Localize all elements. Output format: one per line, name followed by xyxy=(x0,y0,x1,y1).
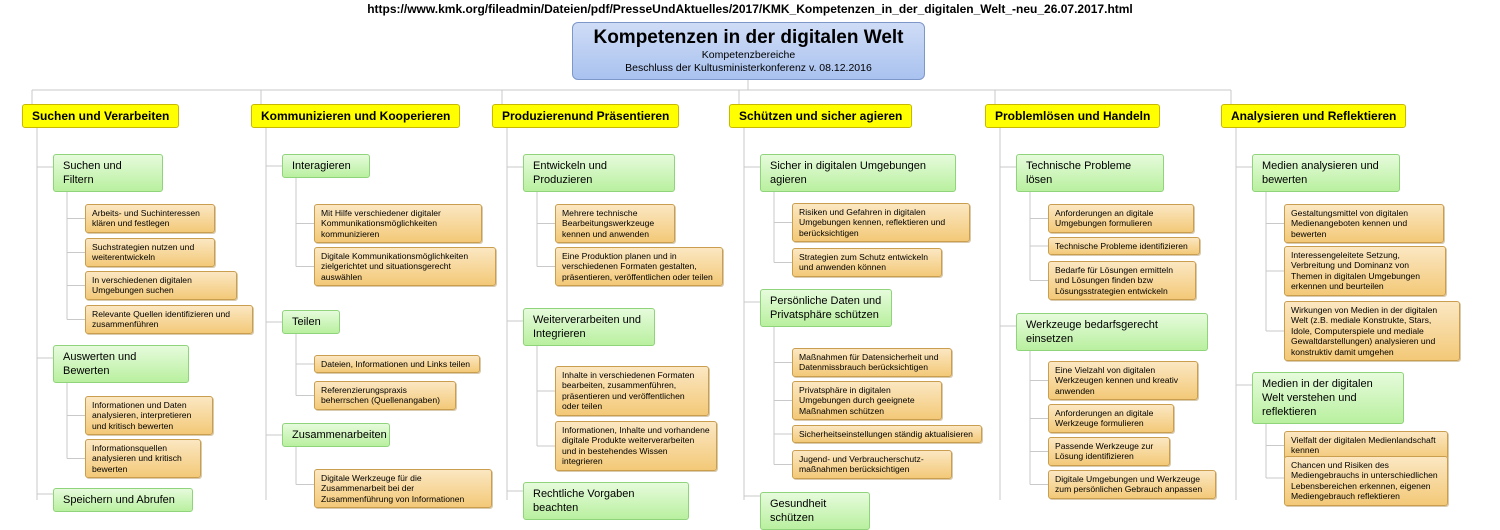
leaf-node: Gestaltungsmittel von digitalen Medienan… xyxy=(1284,204,1444,244)
category-node: Problemlösen und Handeln xyxy=(985,104,1161,128)
subcategory-node: Entwickeln und Produzieren xyxy=(523,154,675,192)
leaf-node: Informationen, Inhalte und vorhandene di… xyxy=(555,421,717,471)
subcategory-node: Weiterverarbeiten und Integrieren xyxy=(523,308,655,346)
category-node: Schützen und sicher agieren xyxy=(729,104,913,128)
category-node: Suchen und Verarbeiten xyxy=(22,104,180,128)
root-subtitle: Kompetenzbereiche xyxy=(701,49,796,61)
connector-lines xyxy=(31,80,1284,500)
leaf-node: In verschiedenen digitalen Umgebungen su… xyxy=(85,271,237,300)
subcategory-node: Speichern und Abrufen xyxy=(53,488,193,512)
leaf-node: Privatsphäre in digitalen Umgebungen dur… xyxy=(792,381,942,421)
leaf-node: Sicherheitseinstellungen ständig aktuali… xyxy=(792,425,982,444)
leaf-node: Bedarfe für Lösungen ermitteln und Lösun… xyxy=(1048,261,1196,301)
leaf-node: Informationen und Daten analysieren, int… xyxy=(85,396,213,436)
leaf-node: Interessengeleitete Setzung, Verbreitung… xyxy=(1284,246,1446,296)
subcategory-node: Technische Probleme lösen xyxy=(1016,154,1164,192)
leaf-node: Eine Produktion planen und in verschiede… xyxy=(555,247,723,287)
leaf-node: Inhalte in verschiedenen Formaten bearbe… xyxy=(555,366,709,416)
leaf-node: Wirkungen von Medien in der digitalen We… xyxy=(1284,301,1460,362)
leaf-node: Technische Probleme identifizieren xyxy=(1048,237,1200,256)
subcategory-node: Persönliche Daten und Privatsphäre schüt… xyxy=(760,289,892,327)
subcategory-node: Auswerten und Bewerten xyxy=(53,345,189,383)
subcategory-node: Rechtliche Vorgaben beachten xyxy=(523,482,689,520)
leaf-node: Referenzierungspraxis beherrschen (Quell… xyxy=(314,381,456,410)
leaf-node: Arbeits- und Suchinteressen klären und f… xyxy=(85,204,215,233)
subcategory-node: Gesundheit schützen xyxy=(760,492,870,530)
leaf-node: Mehrere technische Bearbeitungswerkzeuge… xyxy=(555,204,675,244)
category-node: Produzierenund Präsentieren xyxy=(492,104,680,128)
root-node: Kompetenzen in der digitalen Welt Kompet… xyxy=(572,22,925,80)
root-note: Beschluss der Kultusministerkonferenz v.… xyxy=(625,62,872,74)
leaf-node: Eine Vielzahl von digitalen Werkzeugen k… xyxy=(1048,361,1198,401)
leaf-node: Suchstrategien nutzen und weiterentwicke… xyxy=(85,238,215,267)
leaf-node: Vielfalt der digitalen Medienlandschaft … xyxy=(1284,431,1448,460)
subcategory-node: Interagieren xyxy=(282,154,370,178)
subcategory-node: Suchen und Filtern xyxy=(53,154,163,192)
leaf-node: Risiken und Gefahren in digitalen Umgebu… xyxy=(792,203,970,243)
page-url: https://www.kmk.org/fileadmin/Dateien/pd… xyxy=(367,2,1133,16)
leaf-node: Chancen und Risiken des Mediengebrauchs … xyxy=(1284,456,1448,506)
leaf-node: Dateien, Informationen und Links teilen xyxy=(314,355,480,374)
leaf-node: Maßnahmen für Datensicherheit und Datenm… xyxy=(792,348,952,377)
leaf-node: Anforderungen an digitale Umgebungen for… xyxy=(1048,204,1194,233)
root-title: Kompetenzen in der digitalen Welt xyxy=(593,27,904,48)
leaf-node: Jugend- und Verbraucherschutz-maßnahmen … xyxy=(792,450,952,479)
leaf-node: Strategien zum Schutz entwickeln und anw… xyxy=(792,248,942,277)
subcategory-node: Medien analysieren und bewerten xyxy=(1252,154,1400,192)
leaf-node: Digitale Werkzeuge für die Zusammenarbei… xyxy=(314,469,492,509)
subcategory-node: Sicher in digitalen Umgebungen agieren xyxy=(760,154,956,192)
leaf-node: Passende Werkzeuge zur Lösung identifizi… xyxy=(1048,437,1170,466)
subcategory-node: Zusammenarbeiten xyxy=(282,423,390,447)
category-node: Kommunizieren und Kooperieren xyxy=(251,104,461,128)
leaf-node: Relevante Quellen identifizieren und zus… xyxy=(85,305,253,334)
leaf-node: Mit Hilfe verschiedener digitaler Kommun… xyxy=(314,204,482,244)
subcategory-node: Medien in der digitalen Welt verstehen u… xyxy=(1252,372,1404,424)
leaf-node: Digitale Kommunikationsmöglichkeiten zie… xyxy=(314,247,496,287)
subcategory-node: Teilen xyxy=(282,310,340,334)
leaf-node: Digitale Umgebungen und Werkzeuge zum pe… xyxy=(1048,470,1216,499)
subcategory-node: Werkzeuge bedarfsgerecht einsetzen xyxy=(1016,313,1208,351)
leaf-node: Informationsquellen analysieren und krit… xyxy=(85,439,201,479)
category-node: Analysieren und Reflektieren xyxy=(1221,104,1407,128)
leaf-node: Anforderungen an digitale Werkzeuge form… xyxy=(1048,404,1174,433)
